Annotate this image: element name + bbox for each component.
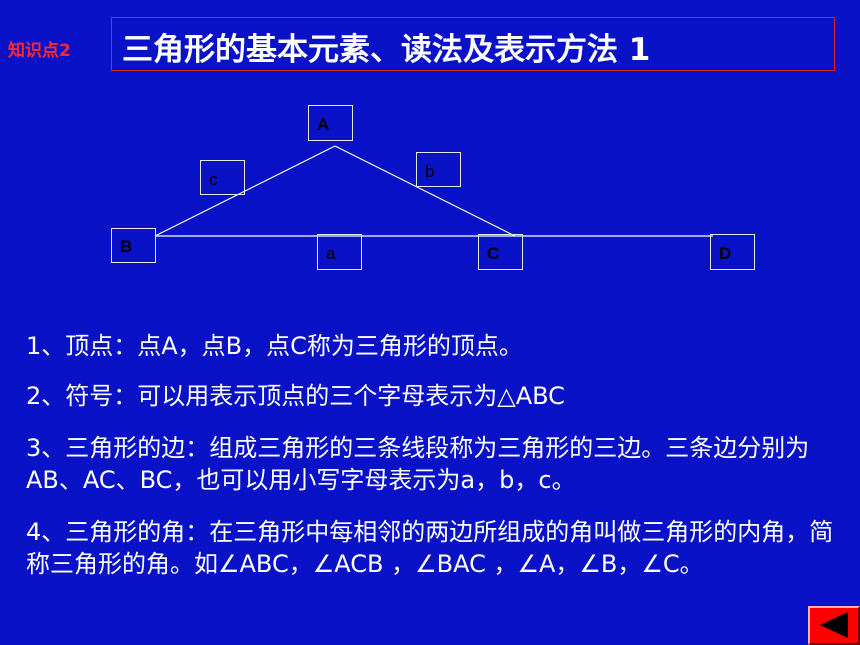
side-ba [154, 145, 336, 237]
vertex-label-c: C [478, 234, 523, 270]
side-label-c: c [200, 160, 245, 195]
vertex-label-b: B [111, 228, 156, 263]
vertex-label-a: A [308, 105, 353, 141]
topic-tag: 知识点2 [8, 41, 71, 61]
paragraph-angles: 4、三角形的角：在三角形中每相邻的两边所组成的角叫做三角形的内角，简称三角形的角… [26, 518, 834, 578]
left-arrow-icon [820, 612, 848, 638]
title-box: 三角形的基本元素、读法及表示方法 1 [111, 17, 835, 71]
side-label-a: a [317, 234, 362, 270]
triangle-diagram [154, 145, 713, 237]
previous-slide-button[interactable] [808, 606, 860, 645]
paragraph-vertices: 1、顶点：点A，点B，点C称为三角形的顶点。 [26, 332, 523, 360]
side-ac [334, 145, 516, 237]
point-label-d: D [710, 234, 755, 270]
side-label-b: b [416, 152, 461, 187]
paragraph-sides: 3、三角形的边：组成三角形的三条线段称为三角形的三边。三条边分别为AB、AC、B… [26, 434, 810, 494]
page-title: 三角形的基本元素、读法及表示方法 1 [122, 32, 651, 68]
paragraph-symbol: 2、符号：可以用表示顶点的三个字母表示为△ABC [26, 382, 565, 410]
